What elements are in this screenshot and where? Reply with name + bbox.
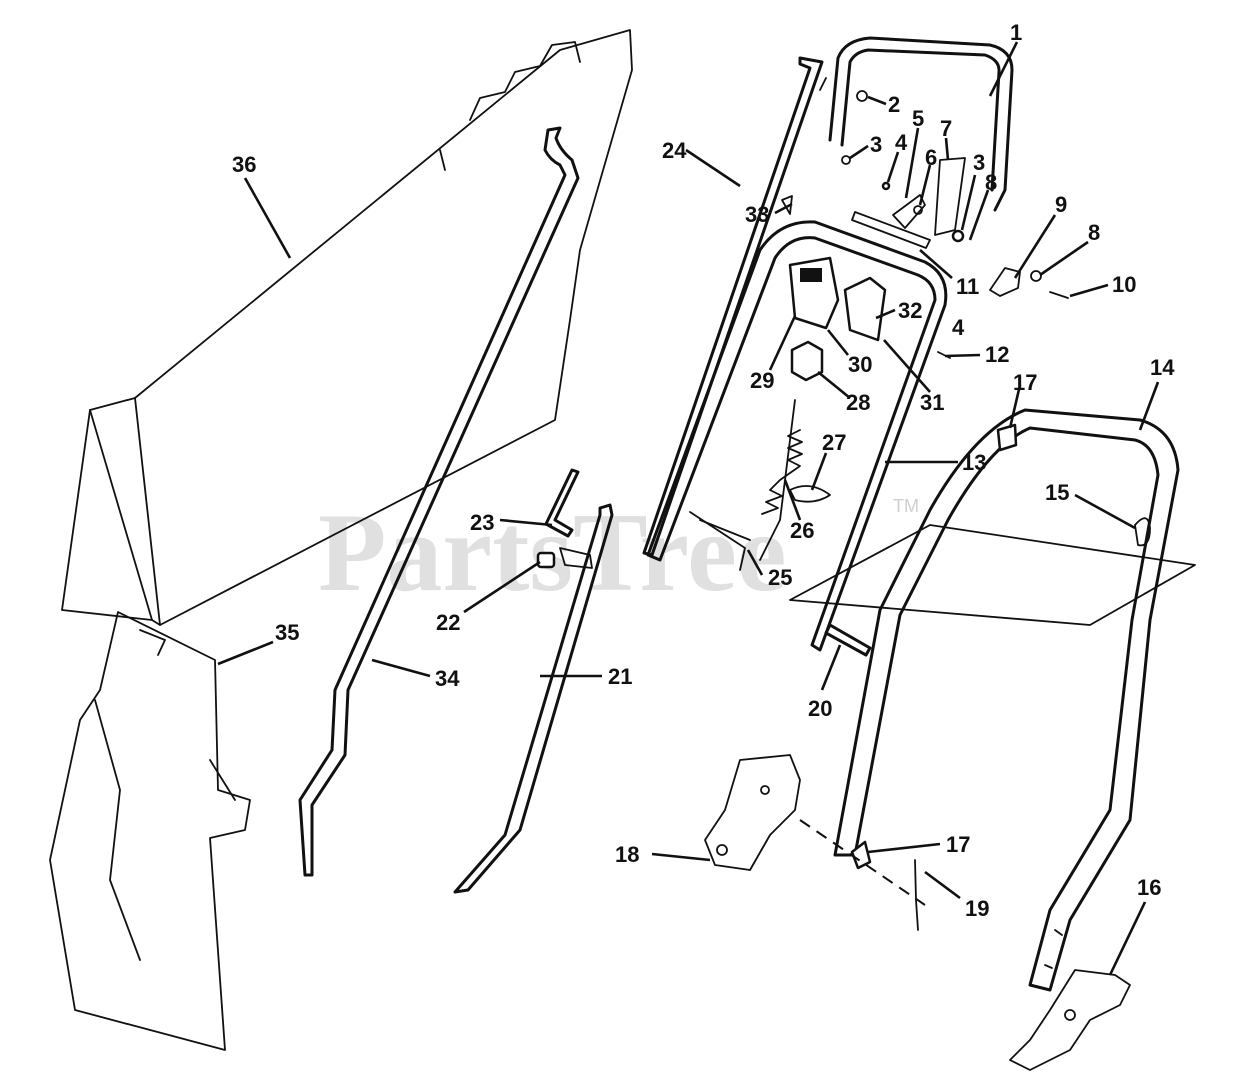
- part-25-cable[interactable]: [689, 399, 796, 571]
- callout-27: 27: [822, 430, 846, 455]
- part-26-spring[interactable]: [761, 429, 803, 515]
- hardware-3-washer[interactable]: [841, 155, 851, 165]
- part-35-bag-frame[interactable]: [49, 611, 251, 1051]
- callout-12: 12: [985, 342, 1009, 367]
- callout-35: 35: [275, 620, 299, 645]
- callout-20: 20: [808, 696, 832, 721]
- callout-26: 26: [790, 518, 814, 543]
- part-11-plate[interactable]: [851, 211, 931, 249]
- callout-2: 2: [888, 92, 900, 117]
- part-1-upper-handle[interactable]: [819, 36, 1014, 212]
- callout-30: 30: [848, 352, 872, 377]
- hardware-7-lever[interactable]: [934, 157, 966, 236]
- leader-lines: [217, 41, 1160, 976]
- callout-19: 19: [965, 896, 989, 921]
- hardware-17b-clip[interactable]: [850, 840, 872, 870]
- hardware-6-washer[interactable]: [913, 205, 923, 215]
- part-24-rod[interactable]: [642, 56, 824, 557]
- callout-25: 25: [768, 565, 792, 590]
- callout-9: 9: [1055, 192, 1067, 217]
- callout-13: 13: [962, 450, 986, 475]
- assembly-line: [799, 819, 926, 906]
- part-20-pin[interactable]: [824, 623, 872, 657]
- part-34-support-rod[interactable]: [298, 126, 580, 877]
- callout-4b: 4: [952, 315, 965, 340]
- part-28-switch[interactable]: [790, 340, 824, 382]
- watermark-trademark: TM: [893, 496, 919, 516]
- callout-6: 6: [925, 145, 937, 170]
- callout-8b: 8: [1088, 220, 1100, 245]
- part-22-bushing[interactable]: [536, 551, 556, 569]
- callout-21: 21: [608, 664, 632, 689]
- callout-3b: 3: [973, 150, 985, 175]
- callout-18: 18: [615, 842, 639, 867]
- callout-8a: 8: [985, 170, 997, 195]
- hardware-2-nut[interactable]: [856, 90, 868, 102]
- hardware-8b-washer[interactable]: [1030, 270, 1042, 282]
- callout-16: 16: [1137, 875, 1161, 900]
- callout-36: 36: [232, 152, 256, 177]
- hardware-4-nut[interactable]: [881, 181, 891, 191]
- callout-3a: 3: [870, 132, 882, 157]
- part-21-control-rod[interactable]: [453, 503, 614, 894]
- part-36-grass-bag[interactable]: [61, 29, 633, 626]
- hardware-10-screw[interactable]: [1049, 291, 1069, 299]
- callout-5: 5: [912, 106, 924, 131]
- part-29-switch-box[interactable]: [788, 256, 840, 330]
- part-13-handle-panel[interactable]: [646, 220, 948, 652]
- callout-17b: 17: [946, 832, 970, 857]
- callout-22: 22: [436, 610, 460, 635]
- callout-33: 33: [745, 202, 769, 227]
- callout-4a: 4: [895, 130, 908, 155]
- part-14-lower-handle[interactable]: [833, 408, 1180, 992]
- hardware-5-bracket[interactable]: [892, 194, 926, 229]
- part-18-bracket[interactable]: [704, 754, 801, 871]
- callout-labels: 1 2 3 4 5 6 7 3 8 9 8 10 11 12 13 14 15 …: [232, 20, 1175, 921]
- callout-34: 34: [435, 666, 460, 691]
- callout-10: 10: [1112, 272, 1136, 297]
- callout-28: 28: [846, 390, 870, 415]
- callout-1: 1: [1010, 20, 1022, 45]
- callout-7: 7: [940, 116, 952, 141]
- reference-plane: [789, 524, 1196, 626]
- hardware-17-clip[interactable]: [996, 423, 1018, 452]
- part-27-clip[interactable]: [789, 485, 831, 503]
- hardware-9-latch[interactable]: [989, 267, 1021, 297]
- part-32-cover[interactable]: [843, 276, 887, 342]
- hardware-15-knob[interactable]: [1134, 517, 1151, 547]
- callout-14: 14: [1150, 355, 1175, 380]
- callout-17a: 17: [1013, 370, 1037, 395]
- callout-15: 15: [1045, 480, 1069, 505]
- hardware-8-washer[interactable]: [951, 229, 965, 243]
- hardware-19-pin[interactable]: [914, 859, 919, 931]
- part-16-bracket[interactable]: [1009, 969, 1131, 1071]
- callout-24: 24: [662, 138, 687, 163]
- callout-11: 11: [956, 274, 979, 299]
- callout-32: 32: [898, 298, 922, 323]
- callout-23: 23: [470, 510, 494, 535]
- callout-29: 29: [750, 368, 774, 393]
- callout-31: 31: [920, 390, 944, 415]
